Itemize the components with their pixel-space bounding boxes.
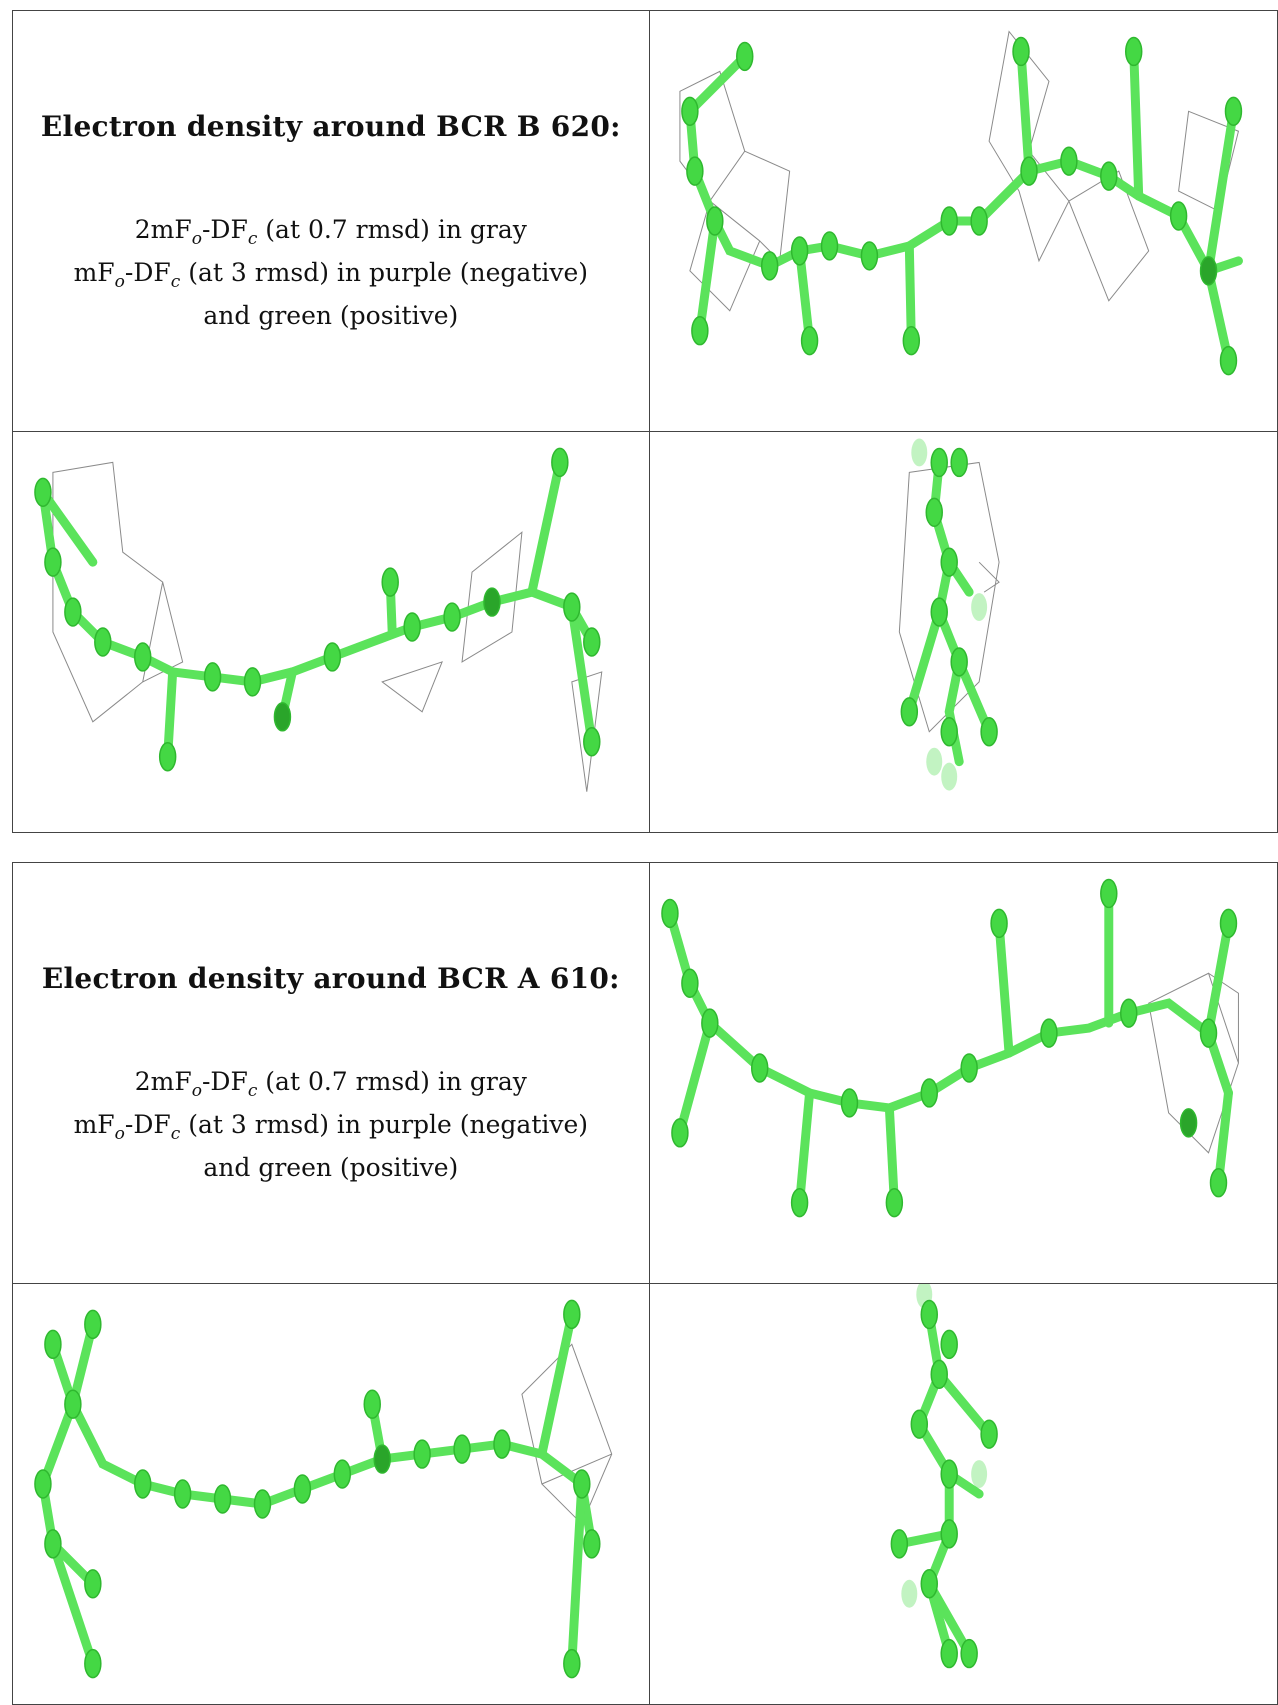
atoms — [34, 447, 601, 772]
atoms — [34, 1299, 601, 1679]
density-mesh — [898, 461, 1000, 733]
molecule-render — [890, 1284, 998, 1669]
molecule-render — [898, 438, 1000, 791]
legend-line-green: and green (positive) — [203, 300, 459, 330]
legend-line-2fofc: 2mFo-DFc (at 0.7 rmsd) in gray — [134, 214, 527, 249]
molecule-render — [34, 447, 603, 792]
description-cell: Electron density around BCR B 620: 2mFo-… — [12, 10, 650, 432]
carbon-chain — [38, 457, 597, 762]
atoms — [900, 438, 998, 791]
molecule-render — [34, 1299, 613, 1679]
density-view-5 — [12, 1283, 650, 1705]
density-view-6 — [648, 1283, 1278, 1705]
legend-line-2fofc: 2mFo-DFc (at 0.7 rmsd) in gray — [134, 1066, 527, 1101]
density-table-bcr-a-610: Electron density around BCR A 610: 2mFo-… — [12, 862, 1278, 1705]
legend-line-green: and green (positive) — [203, 1152, 459, 1182]
molecule-render — [660, 878, 1239, 1218]
density-mesh — [52, 461, 603, 792]
legend-line-fofc: mFo-DFc (at 3 rmsd) in purple (negative) — [73, 1109, 589, 1144]
description-cell: Electron density around BCR A 610: 2mFo-… — [12, 862, 650, 1284]
density-view-2 — [12, 431, 650, 833]
atoms — [680, 36, 1242, 376]
density-view-3 — [648, 431, 1278, 833]
atoms — [660, 878, 1237, 1218]
panel-title: Electron density around BCR B 620: — [40, 109, 621, 143]
legend-line-fofc: mFo-DFc (at 3 rmsd) in purple (negative) — [73, 257, 589, 292]
carbon-chain — [38, 1309, 597, 1669]
carbon-chain — [665, 888, 1233, 1208]
panel-title: Electron density around BCR A 610: — [41, 961, 620, 995]
atoms — [890, 1284, 998, 1669]
density-table-bcr-b-620: Electron density around BCR B 620: 2mFo-… — [12, 10, 1278, 833]
molecule-render — [679, 30, 1243, 376]
density-mesh — [521, 1343, 613, 1525]
carbon-chain — [685, 46, 1243, 366]
density-view-1 — [648, 10, 1278, 432]
density-view-4 — [648, 862, 1278, 1284]
